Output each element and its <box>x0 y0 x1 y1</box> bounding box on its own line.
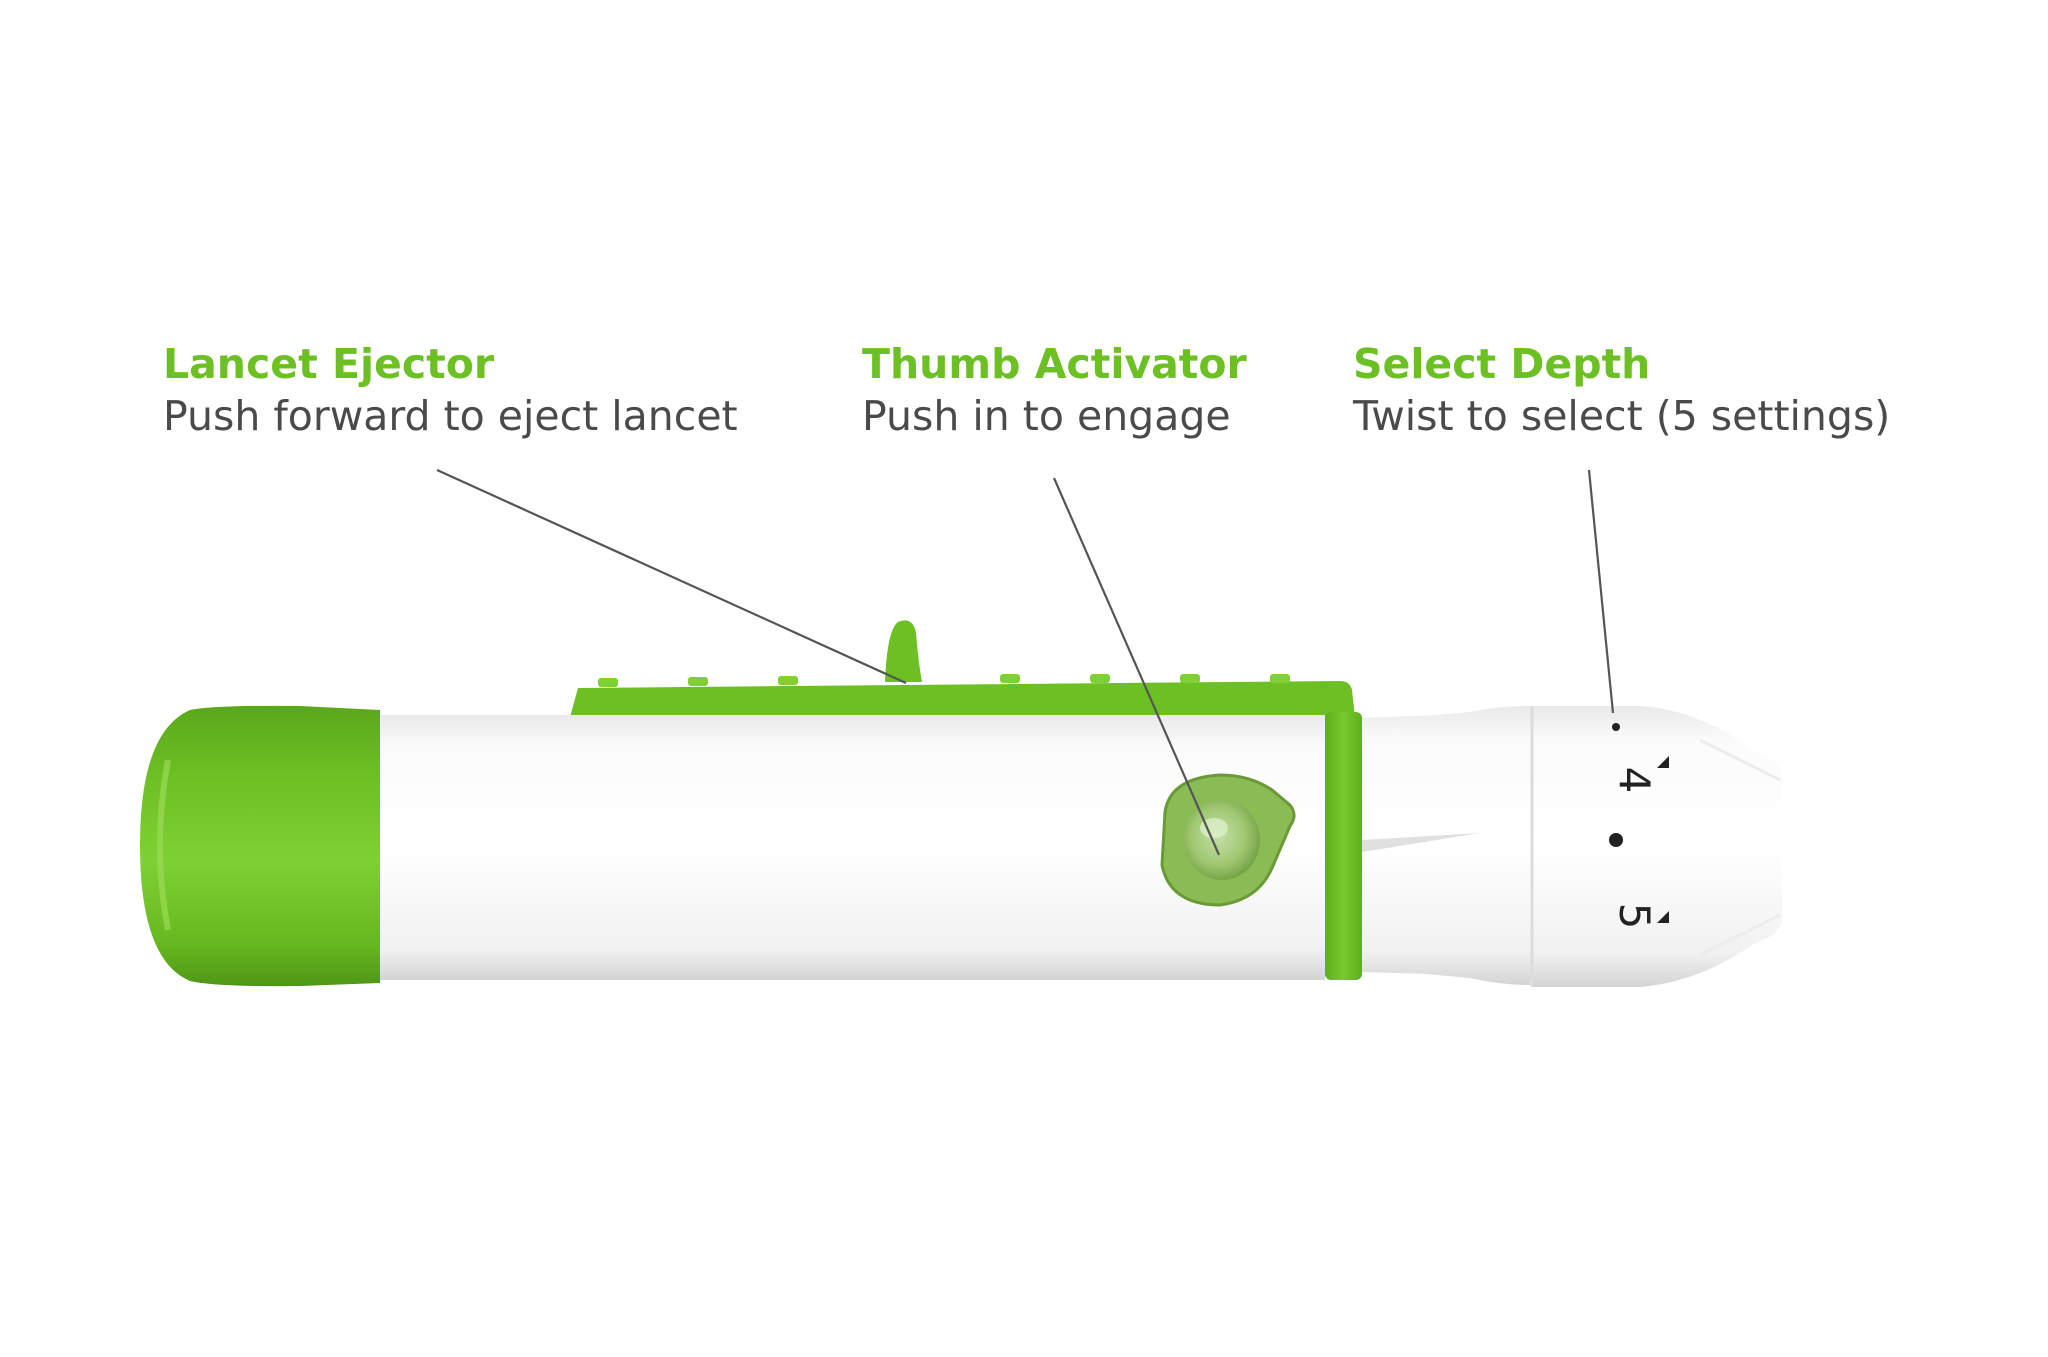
depth-setting-5-label: 5 <box>1610 903 1659 930</box>
leader-line-lancet-ejector <box>436 468 907 685</box>
depth-indicator-dot <box>1609 833 1623 847</box>
thumb-activator-description: Push in to engage <box>862 392 1231 440</box>
thumb-activator-title: Thumb Activator <box>862 340 1247 388</box>
lancet-ejector-description: Push forward to eject lancet <box>163 392 738 440</box>
leader-lines <box>436 468 1615 856</box>
depth-wedge-icon <box>1657 756 1669 768</box>
callout-lancet-ejector: Lancet Ejector Push forward to eject lan… <box>163 338 738 442</box>
depth-setting-4-label: 4 <box>1610 767 1659 794</box>
leader-line-select-depth <box>1587 469 1615 714</box>
front-housing <box>1362 706 1530 985</box>
rear-cap[interactable] <box>140 705 380 987</box>
leader-line-thumb-activator <box>1052 477 1221 856</box>
depth-wedge-icon <box>1657 911 1669 923</box>
select-depth-description: Twist to select (5 settings) <box>1353 392 1891 440</box>
callout-thumb-activator: Thumb Activator Push in to engage <box>862 338 1247 442</box>
lancet-ejector-slider[interactable] <box>570 620 1355 717</box>
select-depth-title: Select Depth <box>1353 340 1651 388</box>
depth-dial[interactable]: 4 5 <box>1530 706 1782 987</box>
lancet-ejector-title: Lancet Ejector <box>163 340 495 388</box>
depth-marker-dot-small <box>1612 723 1620 731</box>
callout-select-depth: Select Depth Twist to select (5 settings… <box>1353 338 1890 442</box>
green-ring-band <box>1325 712 1362 980</box>
